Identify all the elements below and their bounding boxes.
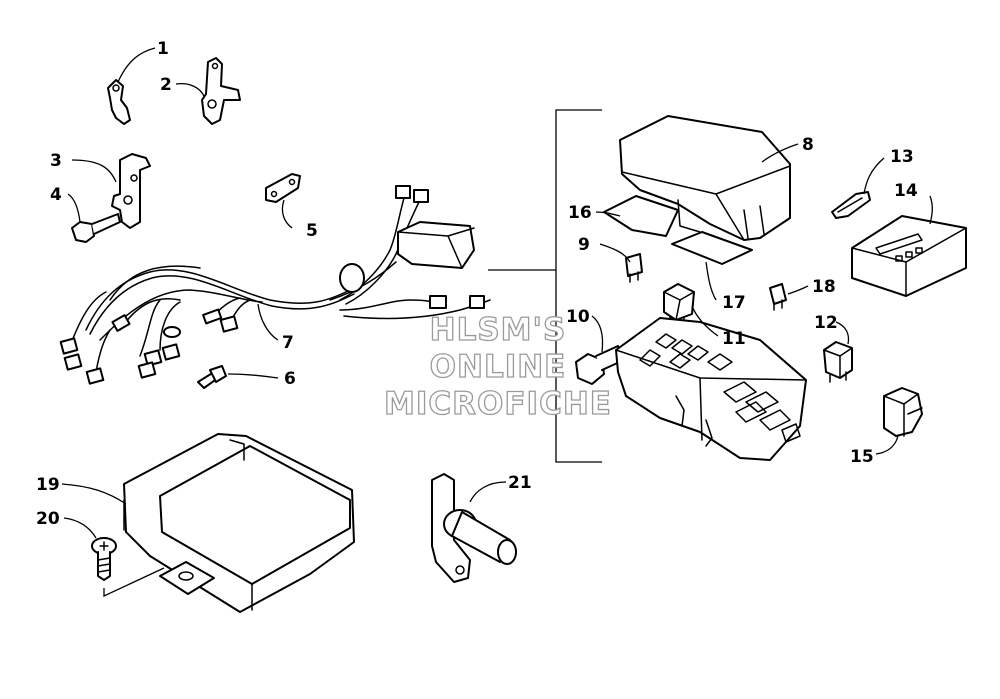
part-13-clip bbox=[831, 191, 871, 219]
part-18-fuse bbox=[769, 283, 787, 311]
callout-19: 19 bbox=[36, 475, 60, 495]
callout-17: 17 bbox=[722, 293, 746, 313]
callout-8: 8 bbox=[802, 135, 814, 155]
callout-5: 5 bbox=[306, 221, 318, 241]
watermark-line-2: ONLINE bbox=[430, 349, 567, 385]
callout-3: 3 bbox=[50, 151, 62, 171]
part-4-bolt bbox=[71, 213, 121, 243]
callout-21: 21 bbox=[508, 473, 532, 493]
watermark-line-3: MICROFICHE bbox=[384, 386, 612, 422]
part-8-fuse-box-cover bbox=[619, 115, 791, 241]
callout-18: 18 bbox=[812, 277, 836, 297]
callout-20: 20 bbox=[36, 509, 60, 529]
part-9-fuse bbox=[625, 253, 643, 283]
callout-11: 11 bbox=[722, 329, 746, 349]
fuse-box bbox=[615, 317, 807, 461]
part-14-box bbox=[851, 215, 967, 297]
part-6-bolt bbox=[197, 365, 227, 389]
part-2-bracket bbox=[201, 57, 241, 125]
part-16-label bbox=[603, 195, 679, 237]
callout-6: 6 bbox=[284, 369, 296, 389]
part-15-relay bbox=[883, 387, 923, 437]
callout-2: 2 bbox=[160, 75, 172, 95]
part-1-bracket bbox=[107, 79, 131, 125]
group-bracket bbox=[488, 109, 602, 463]
callout-9: 9 bbox=[578, 235, 590, 255]
callout-15: 15 bbox=[850, 447, 874, 467]
watermark: HLSM'S ONLINE MICROFICHE bbox=[383, 311, 612, 422]
part-7-wiring-harness bbox=[59, 185, 491, 385]
part-17-label bbox=[671, 231, 753, 265]
part-19-control-module bbox=[123, 433, 355, 613]
callout-14: 14 bbox=[894, 181, 918, 201]
part-20-screw bbox=[91, 537, 117, 581]
part-11-relay bbox=[663, 283, 695, 329]
callout-16: 16 bbox=[568, 203, 592, 223]
callout-13: 13 bbox=[890, 147, 914, 167]
callout-7: 7 bbox=[282, 333, 294, 353]
callout-10: 10 bbox=[566, 307, 590, 327]
callout-4: 4 bbox=[50, 185, 62, 205]
part-5-bracket bbox=[265, 173, 301, 203]
leader-lines bbox=[61, 47, 933, 598]
part-21-sensor bbox=[431, 473, 517, 583]
callout-12: 12 bbox=[814, 313, 838, 333]
part-3-bracket bbox=[111, 153, 151, 229]
part-12-relay bbox=[823, 341, 853, 383]
callout-1: 1 bbox=[157, 39, 169, 59]
watermark-line-1: HLSM'S bbox=[430, 312, 567, 348]
callouts: 1 2 3 4 5 6 7 8 9 10 11 12 13 14 15 16 1… bbox=[36, 39, 918, 529]
